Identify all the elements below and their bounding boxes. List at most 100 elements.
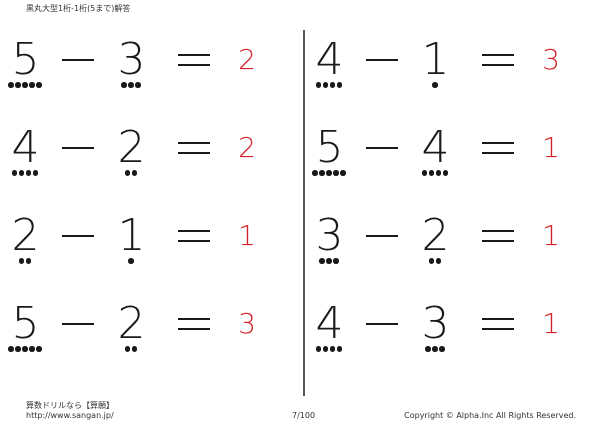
counting-dots [8, 346, 42, 353]
subtrahend: 2 [420, 212, 450, 272]
problem-row: 2 1 1 [4, 204, 274, 292]
equals-sign-icon [478, 36, 518, 84]
digit: 5 [11, 298, 40, 349]
dot-icon [333, 170, 339, 176]
dot-icon [29, 346, 35, 352]
minus-sign-icon [58, 124, 98, 172]
dot-icon [336, 82, 343, 88]
answer: 1 [542, 131, 560, 164]
page-number: 7/100 [292, 411, 316, 420]
dot-icon [22, 82, 28, 88]
minuend: 3 [314, 212, 344, 272]
digit: 3 [117, 34, 146, 85]
digit: 4 [421, 122, 450, 173]
dot-icon [322, 346, 329, 352]
counting-dots [315, 82, 343, 89]
footer-url-link[interactable]: http://www.sangan.jp/ [26, 411, 114, 420]
equals-sign-icon [174, 36, 214, 84]
counting-dots [428, 258, 442, 265]
dot-icon [22, 346, 28, 352]
digit: 5 [11, 34, 40, 85]
dot-icon [432, 346, 438, 352]
digit: 2 [117, 122, 146, 173]
digit: 2 [11, 210, 40, 261]
digit: 1 [421, 34, 450, 85]
dot-icon [312, 170, 318, 176]
dot-icon [428, 170, 435, 176]
digit: 4 [11, 122, 40, 173]
dot-icon [435, 170, 442, 176]
dot-icon [29, 82, 35, 88]
counting-dots [124, 346, 138, 353]
dot-icon [11, 170, 18, 176]
counting-dots [121, 82, 141, 89]
dot-icon [135, 82, 141, 88]
footer-site-title: 算数ドリルなら【算願】 [26, 401, 114, 410]
subtrahend: 3 [116, 36, 146, 96]
dot-icon [322, 82, 329, 88]
dot-icon [8, 346, 14, 352]
subtrahend: 1 [116, 212, 146, 272]
dot-icon [435, 258, 442, 264]
dot-icon [439, 346, 445, 352]
dot-icon [421, 170, 428, 176]
dot-icon [128, 258, 134, 264]
dot-icon [326, 258, 332, 264]
dot-icon [15, 346, 21, 352]
counting-dots [432, 82, 438, 89]
dot-icon [442, 170, 449, 176]
minus-sign-icon [58, 36, 98, 84]
digit: 3 [421, 298, 450, 349]
dot-icon [432, 82, 438, 88]
minus-sign-icon [362, 36, 402, 84]
dot-icon [336, 346, 343, 352]
counting-dots [8, 82, 42, 89]
answer: 1 [238, 219, 256, 252]
dot-icon [124, 346, 131, 352]
dot-icon [131, 170, 138, 176]
dot-icon [32, 170, 39, 176]
dot-icon [425, 346, 431, 352]
dot-icon [36, 82, 42, 88]
problem-row: 5 4 1 [308, 116, 578, 204]
minus-sign-icon [362, 300, 402, 348]
minuend: 2 [10, 212, 40, 272]
dot-icon [315, 346, 322, 352]
dot-icon [319, 258, 325, 264]
dot-icon [18, 258, 25, 264]
dot-icon [333, 258, 339, 264]
counting-dots [421, 170, 449, 177]
dot-icon [8, 82, 14, 88]
minuend: 4 [314, 300, 344, 360]
minuend: 5 [8, 34, 42, 96]
digit: 4 [315, 34, 344, 85]
dot-icon [124, 170, 131, 176]
dot-icon [329, 346, 336, 352]
counting-dots [11, 170, 39, 177]
answer: 1 [542, 219, 560, 252]
dot-icon [128, 82, 134, 88]
dot-icon [36, 346, 42, 352]
counting-dots [124, 170, 138, 177]
counting-dots [319, 258, 339, 265]
dot-icon [25, 258, 32, 264]
worksheet-title: 黒丸大型1桁-1桁(5まで)解答 [26, 4, 131, 13]
answer: 3 [238, 307, 256, 340]
equals-sign-icon [478, 300, 518, 348]
problem-row: 3 2 1 [308, 204, 578, 292]
equals-sign-icon [478, 212, 518, 260]
digit: 5 [315, 122, 344, 173]
column-divider [303, 30, 305, 396]
minuend: 5 [8, 298, 42, 360]
dot-icon [329, 82, 336, 88]
subtrahend: 3 [420, 300, 450, 360]
counting-dots [425, 346, 445, 353]
dot-icon [428, 258, 435, 264]
digit: 3 [315, 210, 344, 261]
dot-icon [131, 346, 138, 352]
